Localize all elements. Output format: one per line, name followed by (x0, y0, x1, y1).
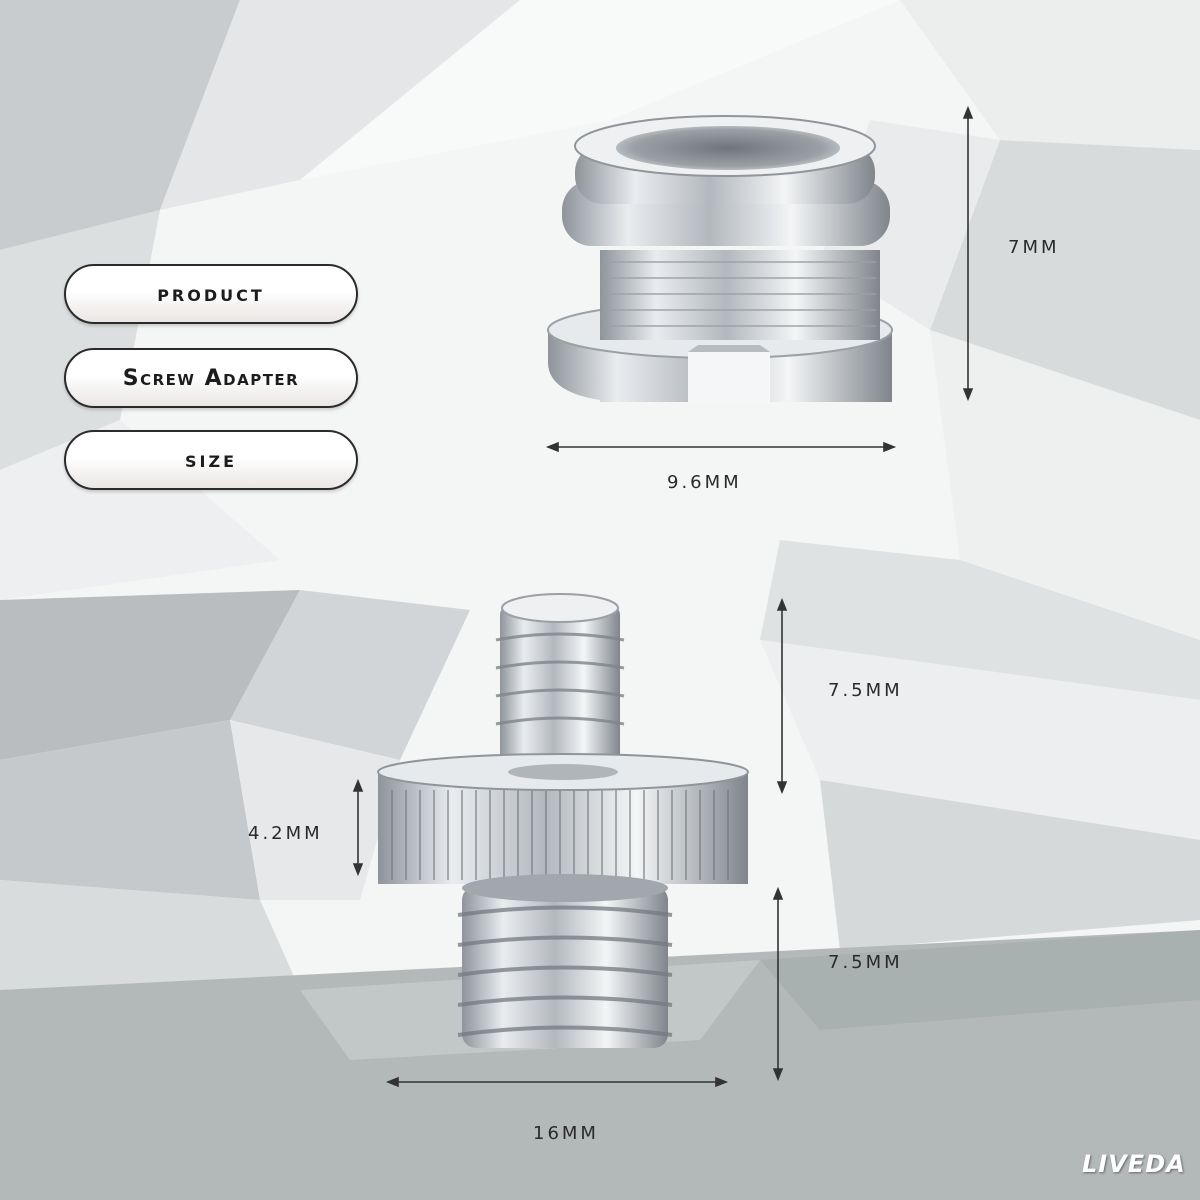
lower-thread-length-label: 7.5MM (828, 952, 903, 973)
knob-height-label: 4.2MM (248, 823, 323, 844)
knob-width-label: 16MM (533, 1123, 599, 1144)
screw-adapter-bottom-illustration (377, 593, 749, 1048)
top-adapter-height-label: 7MM (1008, 237, 1060, 258)
dimension-lines (352, 105, 974, 1088)
product-label-pill: PRODUCT (64, 264, 358, 324)
product-name-pill: Screw Adapter (64, 348, 358, 408)
upper-thread-length-label: 7.5MM (828, 680, 903, 701)
size-label-pill: SIZE (64, 430, 358, 490)
brand-logo: LIVEDA (1082, 1150, 1186, 1178)
top-adapter-width-label: 9.6MM (667, 472, 742, 493)
screw-adapter-top-illustration (547, 115, 893, 402)
